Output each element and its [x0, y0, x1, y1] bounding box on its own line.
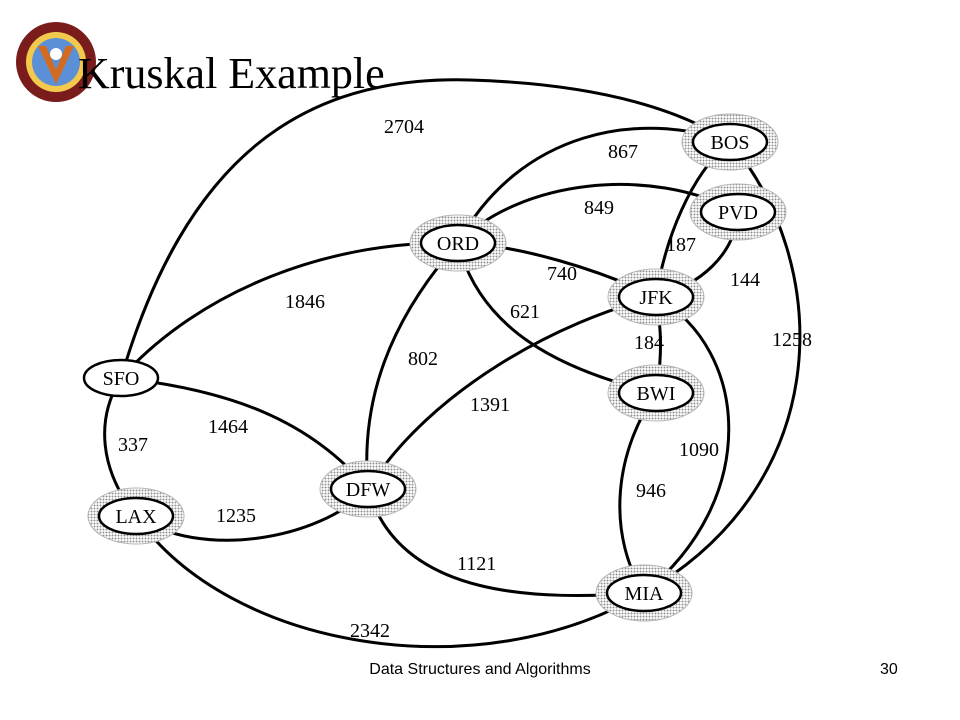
- node-label-jfk: JFK: [639, 287, 673, 309]
- node-ord: ORD: [409, 214, 507, 272]
- node-dfw: DFW: [319, 460, 417, 518]
- edge-weight-sfo-ord: 1846: [285, 291, 325, 313]
- node-ellipse: [419, 223, 497, 263]
- edge-weight-bos-mia: 1258: [772, 329, 812, 351]
- edge-lax-mia: [134, 515, 645, 649]
- node-ellipse: [699, 192, 777, 232]
- edge-weight-jfk-bwi: 184: [634, 332, 664, 354]
- edge-weight-lax-dfw: 1235: [216, 505, 256, 527]
- institute-logo-icon: [16, 22, 96, 102]
- edges-layer: [103, 78, 802, 649]
- node-label-sfo: SFO: [103, 368, 140, 390]
- edge-weight-bwi-mia: 946: [636, 480, 666, 502]
- node-pvd: PVD: [689, 183, 787, 241]
- edge-weight-dfw-mia: 1121: [457, 553, 496, 575]
- node-ellipse: [605, 573, 683, 613]
- node-ellipse: [329, 469, 407, 509]
- edge-weight-lax-mia: 2342: [350, 620, 390, 642]
- edge-weight-ord-dfw: 802: [408, 348, 438, 370]
- node-jfk: JFK: [607, 268, 705, 326]
- node-label-ord: ORD: [437, 233, 479, 255]
- node-ellipse: [82, 358, 160, 398]
- nodes-layer: BOS PVD ORD JFK BWI SFO DFW LAX MIA: [82, 113, 787, 622]
- edge-sfo-ord: [119, 241, 459, 380]
- node-ellipse: [691, 122, 769, 162]
- edge-weight-ord-bos: 867: [608, 141, 638, 163]
- edge-weight-sfo-lax: 337: [118, 434, 148, 456]
- slide-title: Kruskal Example: [78, 49, 385, 98]
- edge-jfk-mia: [643, 295, 731, 595]
- node-label-lax: LAX: [115, 506, 157, 528]
- node-label-pvd: PVD: [718, 202, 758, 224]
- node-bwi: BWI: [607, 364, 705, 422]
- node-ellipse: [97, 496, 175, 536]
- node-label-mia: MIA: [625, 583, 664, 605]
- edge-weight-jfk-mia: 1090: [679, 439, 719, 461]
- edge-weight-sfo-dfw: 1464: [208, 416, 248, 438]
- edge-weight-ord-pvd: 849: [584, 197, 614, 219]
- node-mia: MIA: [595, 564, 693, 622]
- footer-course-title: Data Structures and Algorithms: [369, 661, 591, 678]
- node-label-bwi: BWI: [637, 383, 676, 405]
- edge-sfo-bos: [119, 78, 731, 379]
- node-bos: BOS: [681, 113, 779, 171]
- page-number: 30: [880, 661, 898, 678]
- node-label-dfw: DFW: [346, 479, 391, 501]
- edge-weight-jfk-pvd: 144: [730, 269, 760, 291]
- edge-weight-dfw-jfk: 1391: [470, 394, 510, 416]
- edge-weight-sfo-bos: 2704: [384, 116, 424, 138]
- edge-weight-jfk-bos: 187: [666, 234, 696, 256]
- node-ellipse: [617, 373, 695, 413]
- weights-layer: 2704 867 849 187 740 144 1846 621 1258 184 802 1391…: [118, 116, 812, 642]
- node-sfo: SFO: [82, 358, 160, 398]
- node-lax: LAX: [87, 487, 185, 545]
- node-ellipse: [617, 277, 695, 317]
- edge-weight-ord-jfk: 740: [547, 263, 577, 285]
- edge-weight-ord-bwi: 621: [510, 301, 540, 323]
- edge-ord-dfw: [365, 242, 460, 490]
- node-label-bos: BOS: [711, 132, 750, 154]
